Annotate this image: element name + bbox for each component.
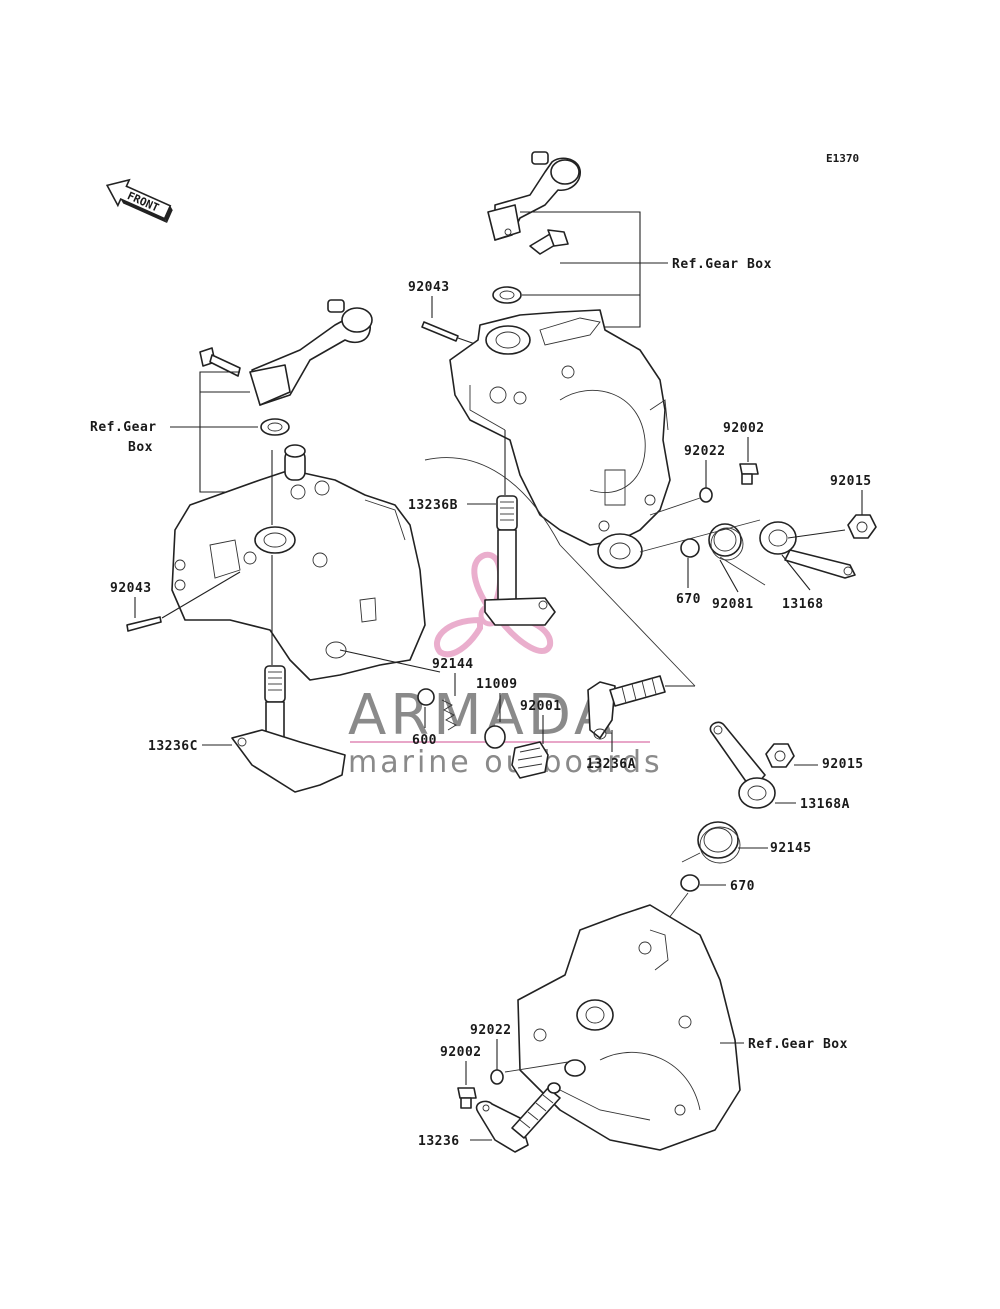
label-13236C: 13236C [148, 739, 198, 754]
o-ring-670-top [680, 538, 700, 558]
gear-case-left [171, 444, 426, 681]
watermark-brand: ARMADA [348, 683, 616, 748]
shift-shaft-13236A [587, 675, 666, 740]
front-arrow-icon: FRONT [105, 178, 173, 223]
gasket-11009 [484, 725, 506, 749]
label-ref-gear-left-line1: Ref.Gear [90, 420, 157, 435]
shift-arm-top [487, 151, 581, 241]
label-92015-mid: 92015 [822, 757, 864, 772]
shift-shaft-13236 [475, 1082, 561, 1153]
label-13168: 13168 [782, 597, 824, 612]
shift-arm-left [249, 299, 373, 406]
watermark-tagline: marine outboards [348, 745, 663, 780]
spring-92081 [708, 523, 766, 586]
label-13236: 13236 [418, 1134, 460, 1149]
label-92043-top: 92043 [408, 280, 450, 295]
nut-92015-top [847, 514, 877, 539]
label-92144: 92144 [432, 657, 474, 672]
label-92043-left: 92043 [110, 581, 152, 596]
pin-92043-left [126, 616, 162, 632]
label-670-top: 670 [676, 592, 701, 607]
detent-pin-600 [417, 688, 435, 706]
label-670-mid: 670 [730, 879, 755, 894]
plug-92001 [511, 741, 549, 779]
shift-shaft-13236B [484, 495, 556, 626]
washer-92022-top [699, 487, 713, 503]
lever-13168A [709, 721, 776, 809]
label-13236B: 13236B [408, 498, 458, 513]
label-92002-top: 92002 [723, 421, 765, 436]
bolt-92002-bottom [457, 1087, 477, 1109]
spring-92145 [681, 821, 741, 864]
label-11009: 11009 [476, 677, 518, 692]
o-ring-670-mid [680, 874, 700, 892]
oil-seal-left [260, 418, 290, 436]
pin-92043-top [421, 321, 459, 342]
lever-13168 [759, 521, 856, 579]
label-92081: 92081 [712, 597, 754, 612]
label-92022-top: 92022 [684, 444, 726, 459]
bolt-92002-top [739, 463, 759, 485]
label-92001: 92001 [520, 699, 562, 714]
spring-92144 [441, 699, 457, 731]
label-ref-gear-left-line2: Box [128, 440, 153, 455]
label-92145: 92145 [770, 841, 812, 856]
label-92015-top: 92015 [830, 474, 872, 489]
bolt-left [199, 347, 241, 377]
diagram-code: E1370 [826, 152, 859, 165]
label-92002-bottom: 92002 [440, 1045, 482, 1060]
oil-seal-top [492, 286, 522, 304]
label-ref-gear-box-bottom: Ref.Gear Box [748, 1037, 848, 1052]
washer-92022-bottom [490, 1069, 504, 1085]
gear-case-right [449, 309, 671, 569]
label-92022-bottom: 92022 [470, 1023, 512, 1038]
shift-shaft-13236C [231, 665, 346, 793]
label-13168A: 13168A [800, 797, 850, 812]
nut-92015-mid [765, 743, 795, 768]
label-ref-gear-box-top: Ref.Gear Box [672, 257, 772, 272]
label-600: 600 [412, 733, 437, 748]
bolt-top [529, 229, 569, 255]
gear-cover-bottom [517, 904, 741, 1151]
label-13236A: 13236A [586, 757, 636, 772]
